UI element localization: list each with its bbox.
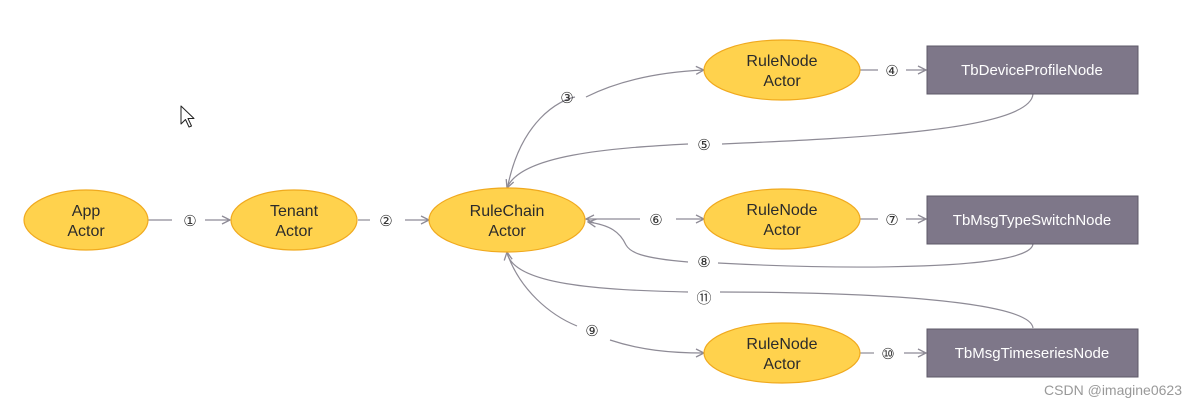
step-label-4: ④ [885, 62, 898, 80]
step-label-7: ⑦ [885, 211, 898, 229]
actor-tenant-line1: Tenant [270, 203, 319, 220]
step-labels: ① ② ③ ④ ⑤ ⑥ ⑦ ⑧ ⑨ ⑩ ⑪ [183, 62, 898, 363]
step-label-5: ⑤ [697, 136, 710, 154]
node-msg-type-switch: TbMsgTypeSwitchNode [926, 195, 1139, 245]
actor-rulenode-bottom-line1: RuleNode [746, 336, 817, 353]
mouse-pointer-icon [180, 105, 195, 128]
edge-node-rulechain-11a [719, 291, 1034, 329]
actor-rulechain-line1: RuleChain [470, 203, 545, 220]
node-msg-timeseries: TbMsgTimeseriesNode [926, 328, 1139, 378]
edge-node-rulechain-8b [588, 222, 689, 263]
actor-app-line1: App [72, 203, 101, 220]
actor-tenant-line2: Actor [275, 223, 313, 240]
edge-node-rulechain-5a [721, 93, 1034, 145]
node-device-profile-label: TbDeviceProfileNode [961, 62, 1103, 79]
actor-rulenode-top: RuleNode Actor [703, 39, 861, 101]
node-device-profile: TbDeviceProfileNode [926, 45, 1139, 95]
actor-rulenode-mid-line2: Actor [763, 222, 801, 239]
step-label-1: ① [183, 212, 196, 230]
step-label-11: ⑪ [696, 289, 711, 307]
actor-rulenode-top-line1: RuleNode [746, 53, 817, 70]
node-msg-timeseries-label: TbMsgTimeseriesNode [955, 345, 1110, 362]
edge-node-rulechain-5b [507, 143, 689, 188]
edge-rulechain-rulenode-bottom-b [609, 339, 704, 353]
actor-rulenode-mid-line1: RuleNode [746, 202, 817, 219]
actor-tenant: Tenant Actor [230, 189, 358, 251]
edges [148, 70, 1034, 353]
step-label-3: ③ [560, 89, 573, 107]
actor-rulenode-mid: RuleNode Actor [703, 188, 861, 250]
watermark: CSDN @imagine0623 [1044, 382, 1182, 398]
actor-rulenode-bottom: RuleNode Actor [703, 322, 861, 384]
actor-rulechain-line2: Actor [488, 223, 526, 240]
edge-rulechain-rulenode-top-b [585, 70, 704, 98]
actor-rulenode-bottom-line2: Actor [763, 356, 801, 373]
step-label-2: ② [379, 212, 392, 230]
edge-rulechain-rulenode-bottom-a [506, 252, 578, 327]
actor-app-line2: Actor [67, 223, 105, 240]
actor-rulenode-top-line2: Actor [763, 73, 801, 90]
edge-node-rulechain-8a [717, 243, 1034, 268]
step-label-6: ⑥ [649, 211, 662, 229]
actor-app: App Actor [23, 189, 149, 251]
step-label-10: ⑩ [881, 345, 894, 363]
step-label-8: ⑧ [697, 253, 710, 271]
edge-node-rulechain-11b [507, 252, 689, 293]
node-msg-type-switch-label: TbMsgTypeSwitchNode [953, 212, 1111, 229]
step-label-9: ⑨ [585, 322, 598, 340]
edge-rulechain-rulenode-top [506, 96, 576, 191]
actor-rulechain: RuleChain Actor [428, 187, 586, 253]
